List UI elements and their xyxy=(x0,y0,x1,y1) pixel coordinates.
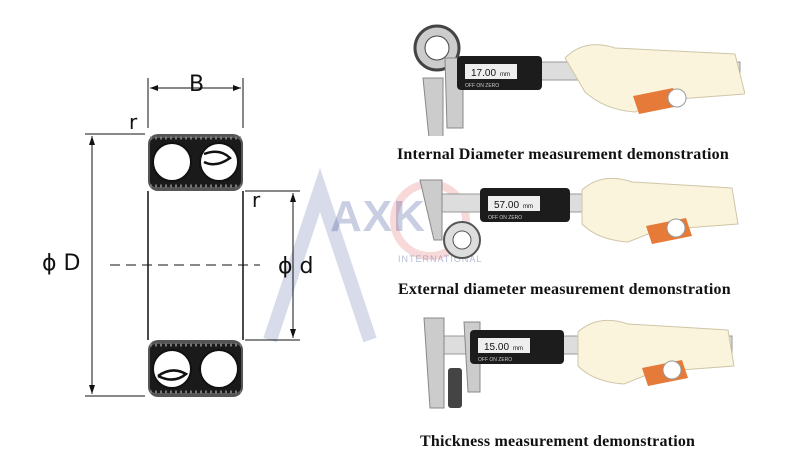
caliper-demo-thickness: 15.00 mm OFF ON ZERO xyxy=(423,317,735,409)
caliper-unit-2: mm xyxy=(523,204,533,210)
bearing-cross-section xyxy=(85,78,300,397)
dimension-label-D: ϕ D xyxy=(42,251,81,276)
caliper-buttons-1: OFF ON ZERO xyxy=(465,83,499,89)
caption-internal-diameter: Internal Diameter measurement demonstrat… xyxy=(397,146,729,163)
dimension-label-B: B xyxy=(189,72,205,97)
caliper-reading-2: 57.00 xyxy=(494,200,519,211)
dimension-label-r-inner: r xyxy=(252,188,261,212)
caliper-buttons-2: OFF ON ZERO xyxy=(488,215,522,221)
caliper-unit-3: mm xyxy=(513,346,523,352)
caliper-reading-1: 17.00 xyxy=(471,68,496,79)
caliper-reading-3: 15.00 xyxy=(484,342,509,353)
caption-thickness: Thickness measurement demonstration xyxy=(420,433,696,450)
caliper-unit-1: mm xyxy=(500,72,510,78)
watermark-brand: AXK xyxy=(330,192,426,241)
dimension-label-d: ϕ d xyxy=(278,254,314,279)
caliper-demo-internal: 17.00 mm OFF ON ZERO xyxy=(413,24,745,136)
dimension-label-r-top: r xyxy=(129,110,138,134)
caliper-buttons-3: OFF ON ZERO xyxy=(478,357,512,363)
caption-external-diameter: External diameter measurement demonstrat… xyxy=(398,281,731,298)
caliper-demo-external: 57.00 mm OFF ON ZERO xyxy=(419,177,739,259)
watermark-sub: INTERNATIONAL xyxy=(398,254,483,264)
